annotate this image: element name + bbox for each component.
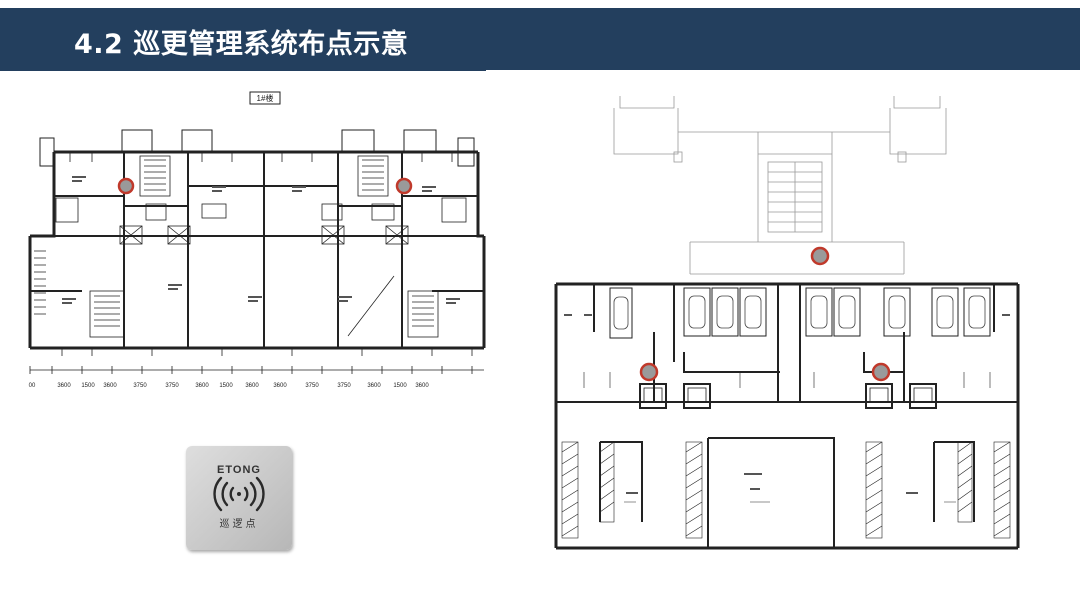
title-underline <box>0 69 486 71</box>
reader-caption: 巡逻点 <box>219 519 259 530</box>
patrol-point-marker <box>871 362 891 382</box>
patrol-point-marker <box>117 177 135 195</box>
patrol-point-marker <box>810 246 830 266</box>
dim-label: 3750 <box>133 383 147 389</box>
patrol-point-marker <box>639 362 659 382</box>
dim-label: 1500 <box>393 383 407 389</box>
dim-label: 1500 <box>81 383 95 389</box>
page-title: 4.2 巡更管理系统布点示意 <box>74 29 409 60</box>
dim-label: 3750 <box>165 383 179 389</box>
dim-label: 3600 <box>57 383 71 389</box>
dim-label: 00 <box>29 383 36 389</box>
dim-label: 3750 <box>305 383 319 389</box>
dim-label: 3750 <box>337 383 351 389</box>
reader-brand-logo: ETONG <box>217 464 261 476</box>
dim-label: 3600 <box>415 383 429 389</box>
dim-label: 3600 <box>245 383 259 389</box>
dim-label: 3600 <box>273 383 287 389</box>
patrol-point-marker <box>395 177 413 195</box>
dim-label: 3600 <box>367 383 381 389</box>
dim-label: 1500 <box>219 383 233 389</box>
patrol-reader-device: ETONG 巡逻点 <box>186 446 292 550</box>
dim-label: 3600 <box>195 383 209 389</box>
dim-label: 3600 <box>103 383 117 389</box>
floor-plan-basement <box>554 96 1020 550</box>
building-label: 1#楼 <box>257 93 274 103</box>
header-bar: 4.2 巡更管理系统布点示意 <box>0 8 1080 70</box>
rfid-wave-icon <box>213 476 265 512</box>
floor-plan-building-1: 1#楼 <box>28 91 486 389</box>
building-label-box <box>249 91 281 105</box>
